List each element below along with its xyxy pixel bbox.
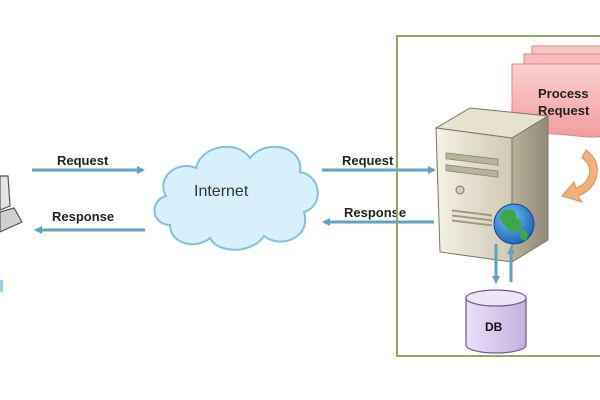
left-request-label: Request: [57, 153, 109, 168]
cloud-icon: [153, 145, 319, 251]
process-label-line2: Request: [538, 103, 590, 118]
server-frame: [396, 35, 600, 357]
process-label-line1: Process: [538, 86, 589, 101]
internet-label: Internet: [194, 183, 249, 200]
right-response-label: Response: [344, 205, 406, 220]
db-label: DB: [485, 320, 503, 334]
server-icon: [434, 107, 550, 263]
client-computer-icon: [0, 175, 23, 292]
database-icon: [465, 289, 527, 354]
left-response-label: Response: [52, 209, 114, 224]
right-request-label: Request: [342, 153, 394, 168]
loop-arrow-icon: [561, 149, 598, 203]
globe-icon: [493, 203, 535, 245]
